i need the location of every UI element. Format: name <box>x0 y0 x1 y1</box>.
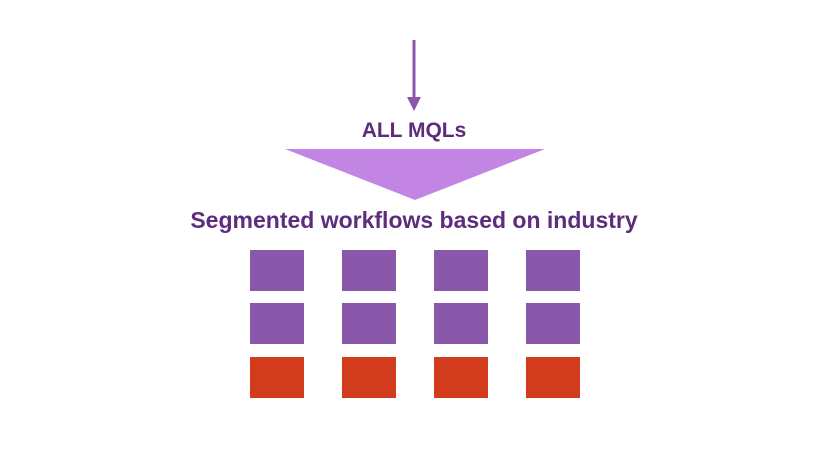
all-mqls-label: ALL MQLs <box>361 119 467 142</box>
workflow-block-r1-c2 <box>342 250 396 291</box>
down-arrow-head <box>407 97 421 111</box>
workflow-block-r1-c1 <box>250 250 304 291</box>
segmented-workflows-label: Segmented workflows based on industry <box>190 207 638 233</box>
workflow-block-r2-c4 <box>526 303 580 344</box>
workflow-block-r3-c4 <box>526 357 580 398</box>
workflow-block-r3-c1 <box>250 357 304 398</box>
workflow-grid <box>250 250 580 398</box>
funnel-triangle <box>285 149 545 200</box>
workflow-block-r3-c2 <box>342 357 396 398</box>
workflow-block-r2-c3 <box>434 303 488 344</box>
workflow-block-r2-c1 <box>250 303 304 344</box>
workflow-block-r3-c3 <box>434 357 488 398</box>
workflow-block-r2-c2 <box>342 303 396 344</box>
workflow-block-r1-c4 <box>526 250 580 291</box>
workflow-block-r1-c3 <box>434 250 488 291</box>
